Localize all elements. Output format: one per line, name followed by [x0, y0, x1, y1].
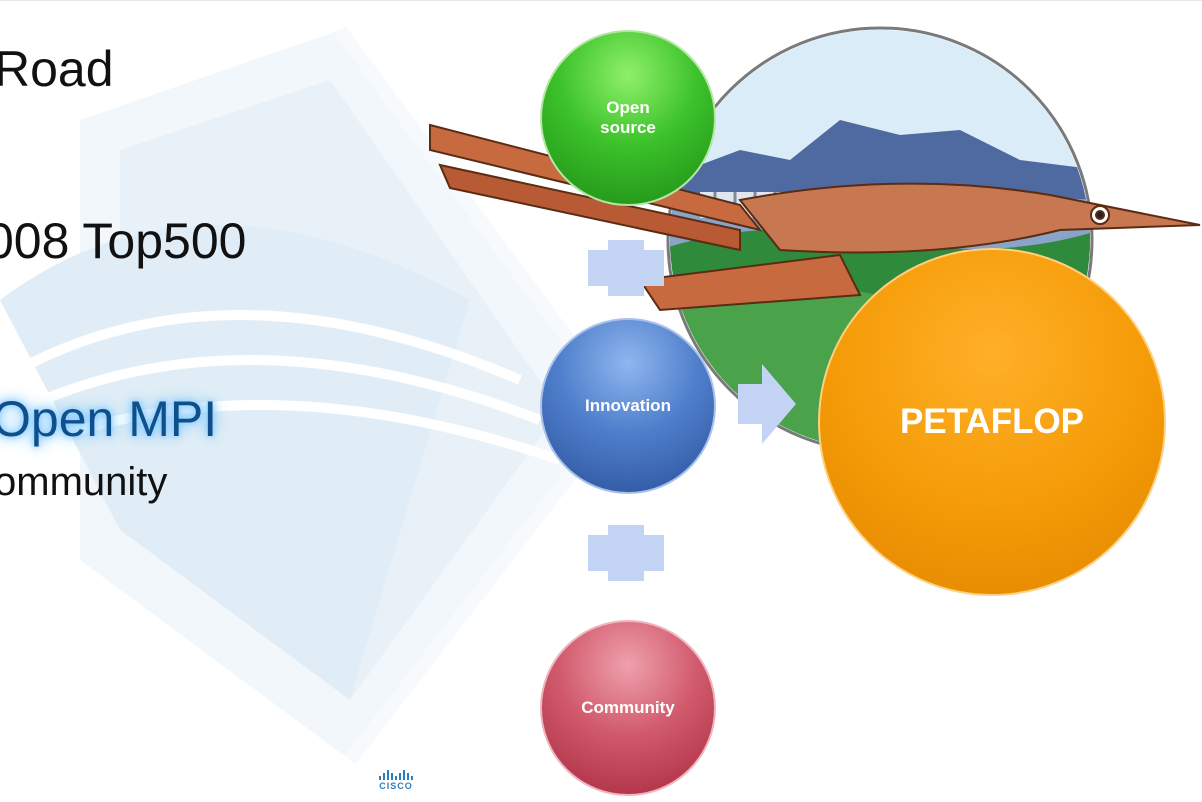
innovation-label: Innovation: [585, 396, 671, 415]
slide-line-1: Road: [0, 41, 114, 97]
top-border: [0, 0, 1202, 1]
right-arrow: [738, 364, 796, 444]
cisco-bars-icon: [376, 770, 416, 780]
plus-sign-bottom: [588, 525, 664, 581]
community-label: Community: [581, 698, 675, 717]
cisco-wordmark: CISCO: [379, 781, 413, 791]
community-circle: Community: [540, 620, 716, 796]
slide-line-3-highlighted: Open MPI: [0, 391, 218, 447]
cisco-logo: CISCO: [376, 770, 416, 791]
watermark-logo: [0, 25, 629, 765]
petaflop-label: PETAFLOP: [899, 402, 1085, 441]
innovation-circle: Innovation: [540, 318, 716, 494]
slide-line-4: ommunity: [0, 460, 168, 504]
open-source-circle: Open source: [540, 30, 716, 206]
plus-sign-top: [588, 240, 664, 296]
slide-line-2: 008 Top500: [0, 213, 247, 269]
open-source-label: Open source: [600, 98, 656, 137]
petaflop-circle: PETAFLOP: [818, 248, 1166, 596]
